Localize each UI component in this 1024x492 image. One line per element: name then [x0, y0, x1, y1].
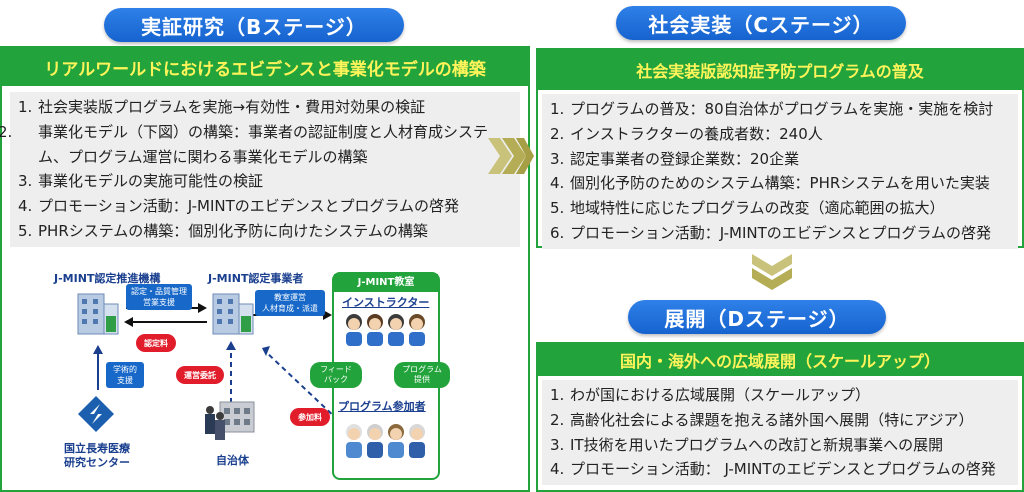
list-item: 4.プロモーション活動： J-MINTのエビデンスとプログラムの啓発 [550, 460, 996, 479]
stage-d-title: 展開（Dステージ） [628, 300, 886, 334]
ncgg-logo-icon [78, 396, 114, 432]
stage-b-list: 1.社会実装版プログラムを実施→有効性・費用対効果の検証 2.事業化モデル（下図… [0, 92, 520, 247]
promotion-building-icon [77, 293, 119, 335]
participants-label: プログラム参加者 [338, 400, 426, 413]
municipality-icon [205, 401, 255, 440]
academic-support-tag: 学術的支援 [106, 362, 144, 388]
list-item: 6.プロモーション活動：J-MINTのエビデンスとプログラムの啓発 [550, 223, 992, 242]
stage-c-header: 社会実装版認知症予防プログラムの普及 [538, 50, 1022, 90]
stage-b-title: 実証研究（Bステージ） [104, 8, 404, 42]
cert-fee-tag: 認定料 [136, 334, 176, 352]
stage-d-list: 1.わが国における広域展開（スケールアップ） 2.高齢化社会による課題を抱える諸… [542, 380, 1018, 486]
list-item: 4.個別化予防のためのシステム構築：PHRシステムを用いた実装 [550, 174, 990, 193]
list-item: 2.事業化モデル（下図）の構築：事業者の認証制度と人材育成システム、プログラム運… [0, 122, 489, 166]
list-item: 1.社会実装版プログラムを実施→有効性・費用対効果の検証 [18, 98, 426, 116]
program-provision-tag: プログラム提供 [394, 362, 450, 388]
org-certified-label: J-MINT認定事業者 [208, 272, 304, 285]
commission-tag: 運営委託 [176, 366, 224, 384]
list-item: 1.わが国における広域展開（スケールアップ） [550, 386, 871, 404]
list-item: 5.PHRシステムの構築：個別化予防に向けたシステムの構築 [18, 221, 428, 240]
chevron-right-icon [488, 138, 534, 174]
municipality-label: 自治体 [216, 454, 249, 467]
list-item: 5.地域特性に応じたプログラムの改変（適応範囲の拡大） [550, 199, 945, 218]
operator-building-icon [212, 293, 254, 335]
list-item: 3.事業化モデルの実施可能性の検証 [18, 172, 264, 191]
org-promotion-label: J-MINT認定推進機構 [54, 272, 161, 285]
cert-support-tag: 認定・品質管理営業支援 [126, 284, 192, 310]
ops-training-tag: 教室運営人材育成・派遣 [255, 290, 325, 316]
stage-d-panel: 国内・海外への広域展開（スケールアップ） 1.わが国における広域展開（スケールア… [536, 342, 1024, 492]
classroom-header: J-MINT教室 [334, 274, 438, 292]
list-item: 2.インストラクターの養成者数：240人 [550, 124, 823, 143]
instructor-label: インストラクター [342, 296, 430, 309]
stage-b-header: リアルワールドにおけるエビデンスと事業化モデルの構築 [2, 48, 528, 86]
participants-icon [346, 424, 425, 458]
list-item: 1.プログラムの普及：80自治体がプログラムを実施・実施を検討 [550, 100, 994, 118]
stage-c-panel: 社会実装版認知症予防プログラムの普及 1.プログラムの普及：80自治体がプログラ… [536, 48, 1024, 249]
business-model-diagram: J-MINT認定推進機構 J-MINT認定事業者 認定・品質管理営業支援 教室運… [8, 260, 522, 484]
list-item: 3.IT技術を用いたプログラムへの改訂と新規事業への展開 [550, 435, 944, 454]
instructors-icon [346, 314, 425, 346]
stage-c-list: 1.プログラムの普及：80自治体がプログラムを実施・実施を検討 2.インストラク… [542, 94, 1018, 249]
ncgg-label-line1: 国立長寿医療 [64, 442, 130, 455]
list-item: 4.プロモーション活動：J-MINTのエビデンスとプログラムの啓発 [18, 197, 460, 216]
stage-c-title: 社会実装（Cステージ） [616, 6, 906, 40]
list-item: 3.認定事業者の登録企業数：20企業 [550, 149, 800, 168]
stage-d-header: 国内・海外への広域展開（スケールアップ） [538, 344, 1022, 376]
feedback-tag: フィードバック [310, 362, 362, 388]
ncgg-label-line2: 研究センター [64, 456, 130, 469]
chevron-down-icon [752, 254, 792, 290]
list-item: 2.高齢化社会による課題を抱える諸外国へ展開（特にアジア） [550, 410, 974, 429]
participation-fee-tag: 参加料 [290, 408, 330, 426]
